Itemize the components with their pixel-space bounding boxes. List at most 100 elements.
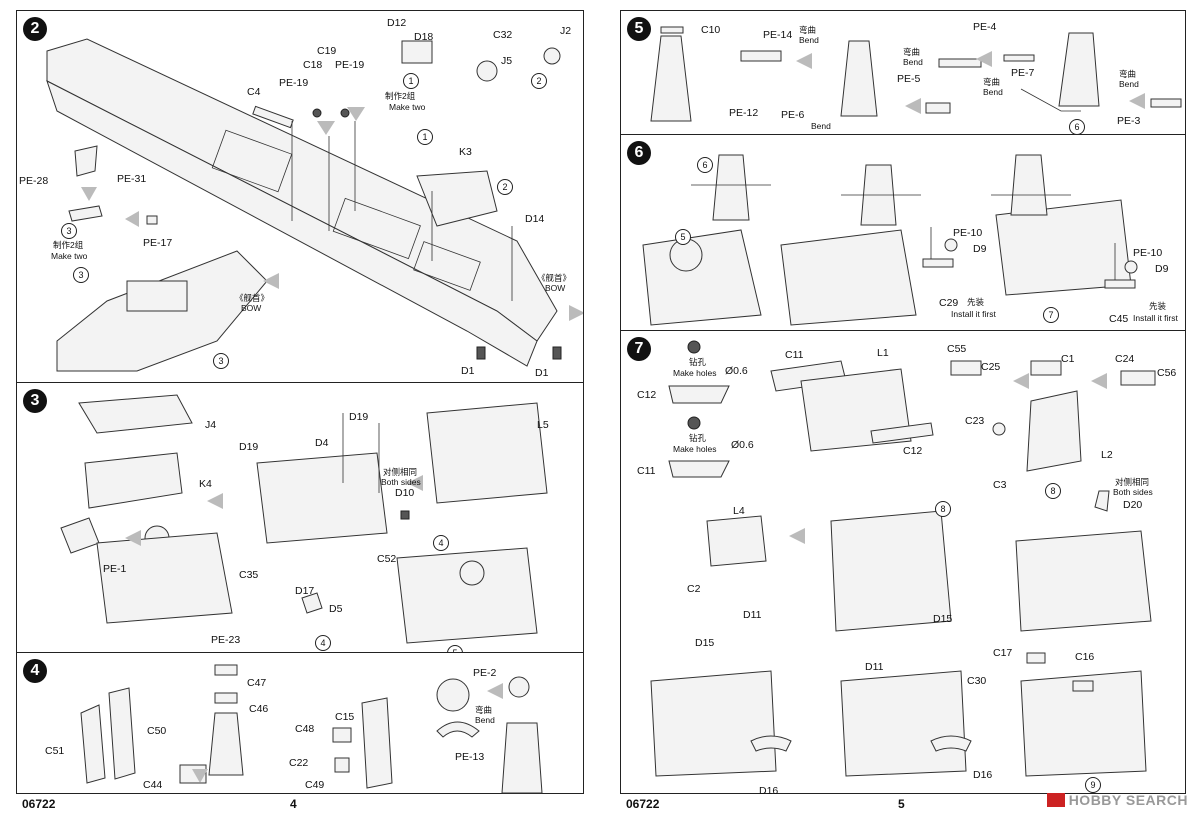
part-label: PE-10 <box>953 227 983 239</box>
part-label: PE-19 <box>279 77 309 89</box>
step-3: 3 J4 K4 PE-1 PE-23 D19 D19 D4 C35 对侧相同 <box>17 383 583 653</box>
sub-assembly-ref: 4 <box>433 535 449 551</box>
part-label: C23 <box>965 415 985 427</box>
page-number: 5 <box>898 797 905 811</box>
page-number: 4 <box>290 797 297 811</box>
sub-assembly-ref: 1 <box>403 73 419 89</box>
drill-diameter: Ø0.6 <box>731 439 754 451</box>
part-label: C4 <box>247 86 261 98</box>
part-label: C47 <box>247 677 267 689</box>
part-label: C19 <box>317 45 337 57</box>
part-label: PE-7 <box>1011 67 1035 79</box>
part-label: C1 <box>1061 353 1075 365</box>
note-en: Make two <box>51 251 88 261</box>
step-2: 2 <box>17 11 583 383</box>
step-5-drawing <box>650 26 1182 122</box>
part-label: PE-12 <box>729 107 759 119</box>
note-cn: 制作2组 <box>385 91 416 101</box>
note-cn: 弯曲 <box>903 47 921 57</box>
part-label: C51 <box>45 745 65 757</box>
part-label: C52 <box>377 553 397 565</box>
part-label: D18 <box>414 31 434 43</box>
note-cn: 制作2组 <box>53 240 84 250</box>
part-label: PE-28 <box>19 175 49 187</box>
part-label: PE-4 <box>973 21 997 33</box>
part-label: PE-1 <box>103 563 127 575</box>
part-label: D9 <box>1155 263 1169 275</box>
part-label: J5 <box>501 55 513 67</box>
watermark: HOBBY SEARCH <box>1046 792 1188 808</box>
part-label: C11 <box>637 465 656 477</box>
part-label: D14 <box>525 213 545 225</box>
part-label: C12 <box>637 389 657 401</box>
note-en: Bend <box>799 35 819 45</box>
sub-assembly-ref: 6 <box>697 157 713 173</box>
watermark-text: HOBBY SEARCH <box>1068 792 1188 808</box>
part-label: J4 <box>205 419 217 431</box>
step-badge: 6 <box>627 141 651 165</box>
part-label: C17 <box>993 647 1013 659</box>
part-label: L4 <box>733 505 745 517</box>
part-label: D20 <box>1123 499 1143 511</box>
part-label: C44 <box>143 779 163 791</box>
part-label: L2 <box>1101 449 1113 461</box>
note-cn: 钻孔 <box>689 357 707 367</box>
catalog-number: 06722 <box>22 797 56 811</box>
part-label: C30 <box>967 675 987 687</box>
part-label: K4 <box>199 478 212 490</box>
sub-assembly-ref: 3 <box>73 267 89 283</box>
part-label: C29 <box>939 297 959 309</box>
note-en: Make holes <box>673 368 717 378</box>
part-label: C3 <box>993 479 1007 491</box>
part-label: C55 <box>947 343 967 355</box>
sub-assembly-ref: 2 <box>497 179 513 195</box>
part-label: PE-3 <box>1117 115 1141 127</box>
note-cn: 先装 <box>967 297 985 307</box>
note-en: Install it first <box>951 309 996 319</box>
part-label: D9 <box>973 243 987 255</box>
note-en: BOW <box>545 283 566 293</box>
part-label: D11 <box>865 661 884 673</box>
part-label: K3 <box>459 146 472 158</box>
part-label: C25 <box>981 361 1001 373</box>
part-label: C10 <box>701 24 721 36</box>
part-label: C49 <box>305 779 325 791</box>
note-cn: 先装 <box>1149 301 1167 311</box>
drill-diameter: Ø0.6 <box>725 365 748 377</box>
note-en: Install it first <box>1133 313 1178 323</box>
part-label: C11 <box>785 349 804 361</box>
sub-assembly-ref: 9 <box>1085 777 1101 793</box>
part-label: C24 <box>1115 353 1135 365</box>
part-label: D1 <box>461 365 475 377</box>
note-en: Bend <box>811 121 831 131</box>
sub-assembly-ref: 3 <box>213 353 229 369</box>
part-label: C12 <box>903 445 923 457</box>
note-en: BOW <box>241 303 262 313</box>
note-en: Bend <box>903 57 923 67</box>
note-cn: 对侧相同 <box>383 467 418 477</box>
part-label: D16 <box>759 785 779 795</box>
step-7-drawing <box>650 340 1156 777</box>
part-label: D15 <box>933 613 953 625</box>
part-label: D16 <box>973 769 993 781</box>
part-label: C50 <box>147 725 167 737</box>
step-4-drawing <box>80 664 543 794</box>
part-label: PE-31 <box>117 173 147 185</box>
part-label: L1 <box>877 347 889 359</box>
part-label: PE-23 <box>211 634 241 646</box>
part-label: C46 <box>249 703 269 715</box>
note-cn: 《舰首》 <box>537 273 572 283</box>
part-label: C18 <box>303 59 323 71</box>
note-cn: 《舰首》 <box>235 293 270 303</box>
step-6-drawing <box>642 154 1138 326</box>
step-6: 6 6 5 PE-10 D9 C29 先装 Install it first 7… <box>621 135 1185 331</box>
note-cn: 钻孔 <box>689 433 707 443</box>
step-badge: 5 <box>627 17 651 41</box>
sub-assembly-ref: 1 <box>417 129 433 145</box>
note-cn: 对侧相同 <box>1115 477 1150 487</box>
part-label: PE-17 <box>143 237 173 249</box>
note-en: Both sides <box>1113 487 1153 497</box>
part-label: D15 <box>695 637 715 649</box>
part-label: L5 <box>537 419 549 431</box>
part-label: PE-19 <box>335 59 365 71</box>
